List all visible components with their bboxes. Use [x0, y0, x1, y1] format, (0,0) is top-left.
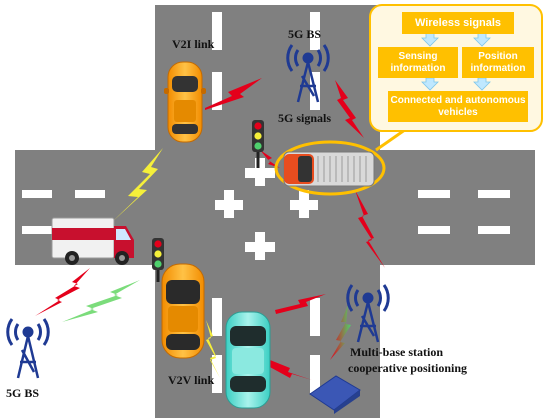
v2v-link-label: V2V link [168, 373, 215, 387]
positioning-device-icon [309, 375, 361, 414]
mbs-gradient-bolt [330, 305, 351, 360]
bs-to-car-red-bolt [335, 80, 364, 138]
5g-signals-label: 5G signals [278, 111, 332, 125]
multi-bs-label-line2: cooperative positioning [348, 361, 467, 375]
v2i-red-bolt [205, 78, 262, 110]
cav-line1: Connected and autonomous [390, 95, 526, 106]
traffic-light-top [252, 120, 264, 168]
lane-markings [22, 12, 510, 393]
sensing-line2: information [390, 62, 446, 74]
cyan-car [225, 311, 271, 409]
yellow-bolt-top [112, 148, 163, 222]
wireless-signals-box: Wireless signals [402, 12, 514, 34]
green-bolt [62, 280, 140, 322]
position-line1: Position [478, 51, 518, 62]
multi-bs-label-line1: Multi-base station [350, 345, 443, 359]
ego-car-red-bolt [260, 150, 280, 168]
orange-car-bottom [161, 263, 205, 359]
car-to-bs-red-bolt [355, 190, 385, 268]
red-box-truck [51, 217, 134, 265]
5g-bs-top-label: 5G BS [288, 27, 322, 41]
position-information-box: Position information [462, 47, 534, 78]
5g-tower-top-icon [286, 44, 330, 103]
ego-pickup-truck [274, 140, 386, 196]
sensing-information-box: Sensing information [378, 47, 458, 78]
orange-car-top [164, 61, 206, 143]
wireless-signals-label: Wireless signals [414, 16, 502, 29]
traffic-light-left [152, 238, 164, 282]
v2i-link-label: V2I link [172, 37, 215, 51]
signal-bolts [35, 78, 385, 380]
position-line2: information [470, 62, 526, 74]
cav-line2: vehicles [438, 106, 478, 118]
car-to-device-red-bolt [268, 360, 312, 380]
cav-box: Connected and autonomous vehicles [388, 91, 528, 122]
5g-tower-right-icon [346, 284, 390, 343]
5g-bs-bottom-label: 5G BS [6, 386, 40, 400]
sensing-line1: Sensing [398, 51, 438, 62]
truck-to-bs-red-bolt [35, 268, 90, 316]
car-to-bs-red-bolt-2 [275, 294, 326, 314]
5g-tower-left-icon [6, 318, 50, 379]
